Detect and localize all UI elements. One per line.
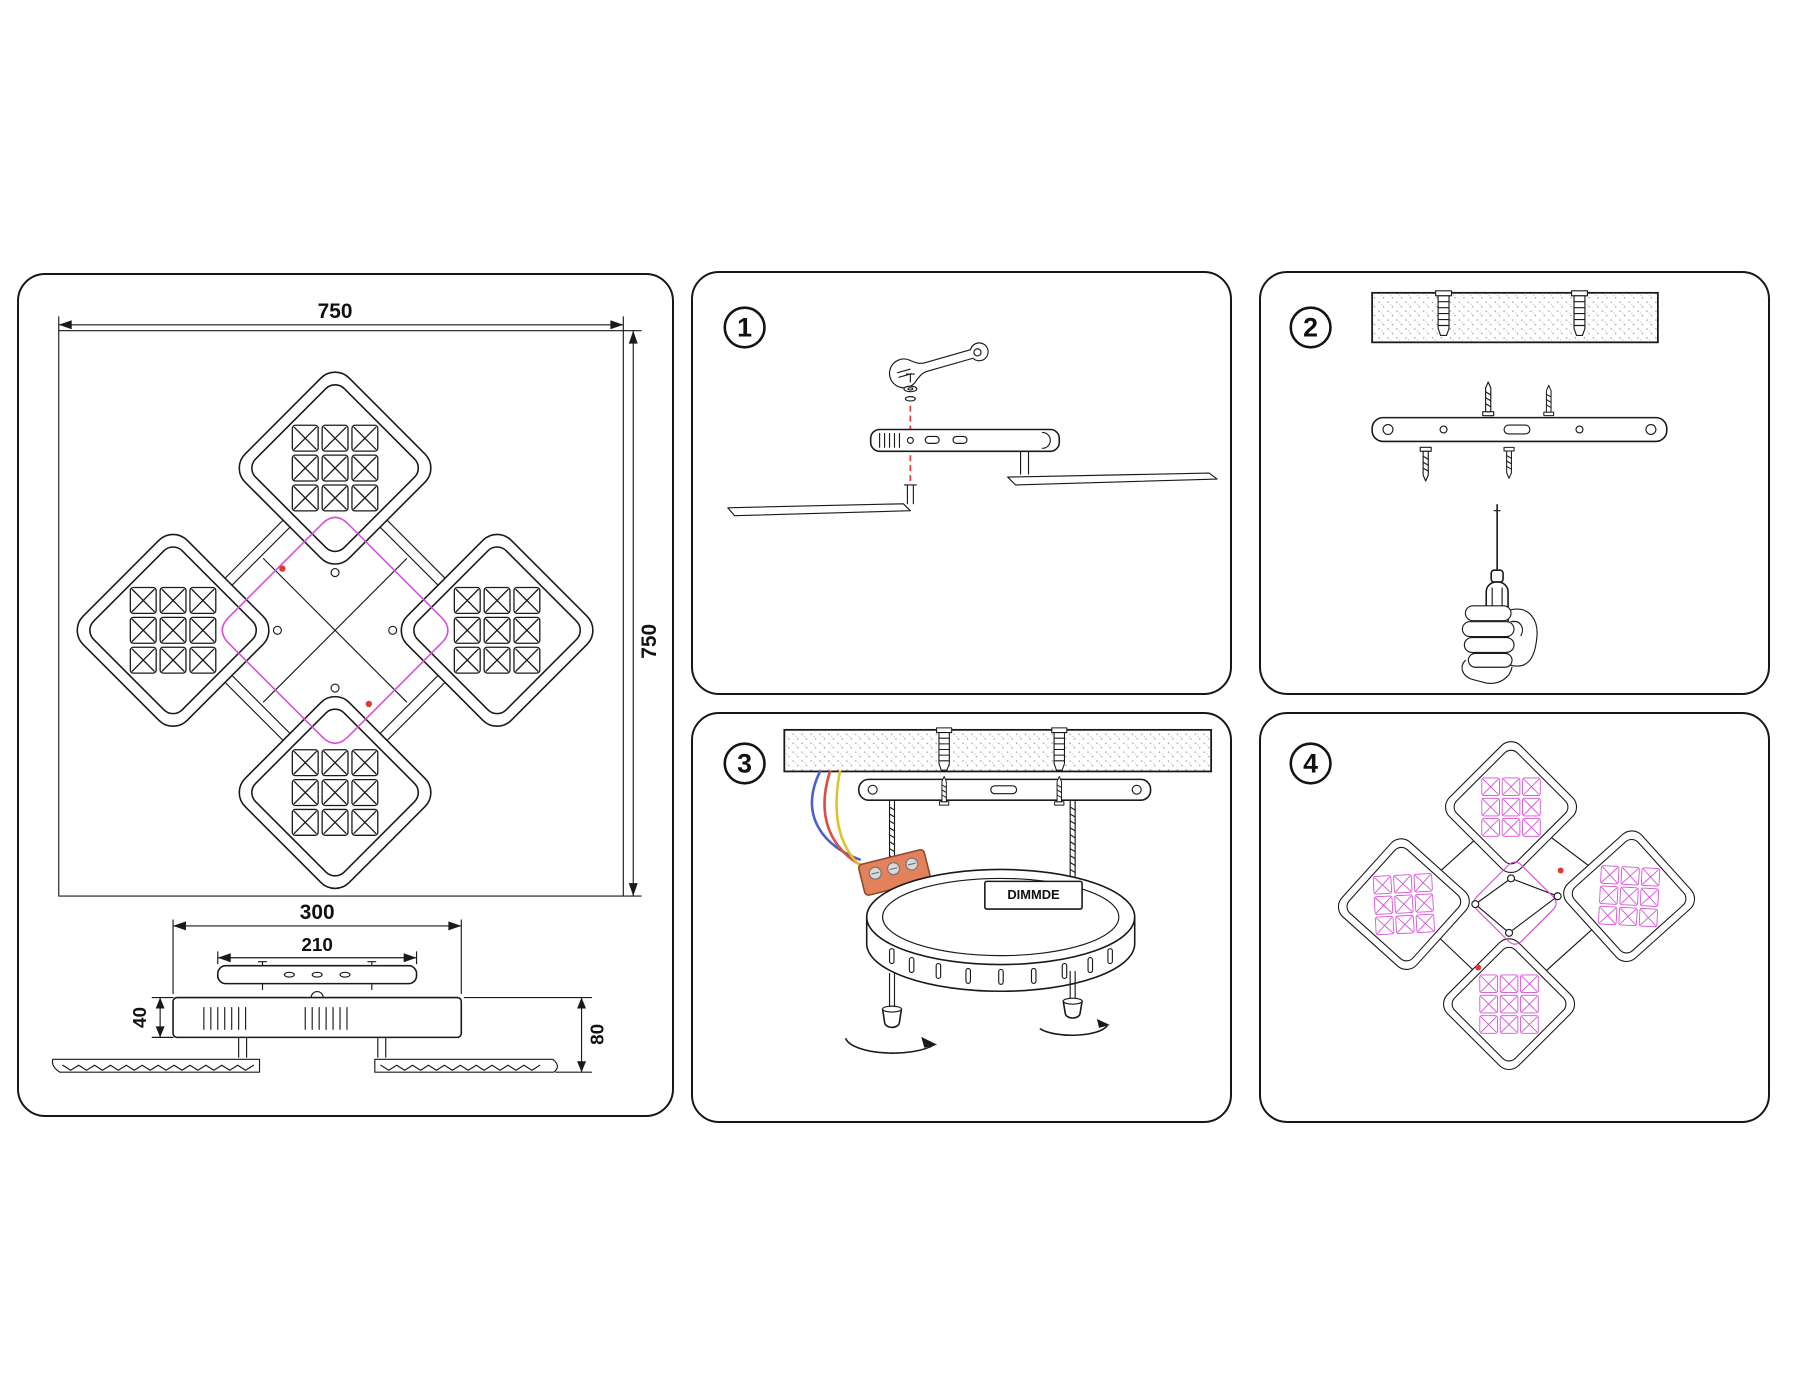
- threaded-rod-right: [1069, 799, 1076, 877]
- dim-total-height: 80: [463, 996, 608, 1073]
- step-1-badge: 1: [723, 306, 766, 349]
- step-2-badge: 2: [1289, 306, 1332, 349]
- led-strip-line: [1473, 861, 1557, 945]
- dimensions-panel: 750 750 300: [17, 273, 674, 1117]
- canopy-vents: [888, 948, 1113, 985]
- step-1-drawing: 1: [723, 306, 1218, 517]
- wall-plug-icon: [1435, 290, 1453, 336]
- canopy-side: [216, 961, 418, 991]
- dim-overall-height: 750: [622, 330, 661, 897]
- step-2-drawing: 2: [1289, 290, 1668, 684]
- top-view: 750 750: [58, 300, 661, 898]
- step-2-panel: 2: [1259, 271, 1770, 695]
- dim-canopy-width: 210: [217, 935, 418, 965]
- step-4-badge: 4: [1289, 742, 1332, 785]
- dimension-drawing: 750 750 300: [51, 300, 661, 1073]
- led-module-top: [1439, 735, 1583, 879]
- dim-width-label: 750: [318, 300, 353, 323]
- driver-box-label: DIMMDE: [1007, 887, 1060, 902]
- screw-icon: [1482, 381, 1555, 417]
- light-arms-side: [51, 1036, 559, 1073]
- fixture-body-side: [172, 991, 463, 1039]
- driver-box: [984, 880, 1083, 910]
- ceiling-section: [1371, 290, 1659, 344]
- step-4-panel: 4: [1259, 712, 1770, 1123]
- step-4-number: 4: [1303, 748, 1318, 778]
- red-mark: [365, 700, 373, 708]
- wall-plug-icon: [1051, 727, 1068, 771]
- screw-icon: [1419, 446, 1515, 482]
- step-4-drawing: 4: [1289, 735, 1705, 1076]
- assembled-fixture: [1328, 735, 1705, 1076]
- overall-outline: [58, 330, 624, 897]
- dim-total-height-label: 80: [587, 1024, 608, 1045]
- wall-plug-icon: [936, 727, 953, 771]
- mounting-bar: [1371, 416, 1668, 443]
- left-arm-plate: [727, 484, 917, 517]
- dim-base-label: 300: [300, 901, 335, 924]
- led-module-bottom: [1437, 932, 1581, 1076]
- step-3-drawing: 3: [723, 727, 1213, 1054]
- dim-height-label: 750: [638, 624, 661, 659]
- mounting-bar: [857, 778, 1152, 801]
- step-3-panel: 3: [691, 712, 1232, 1123]
- red-mark: [279, 565, 286, 572]
- step-3-number: 3: [737, 748, 752, 778]
- screw-icon: [905, 373, 915, 383]
- step-1-number: 1: [737, 312, 752, 342]
- wall-plug-icon: [1570, 290, 1588, 336]
- led-module-left: [1328, 828, 1480, 980]
- step-1-panel: 1: [691, 271, 1232, 695]
- step-3-badge: 3: [723, 742, 766, 785]
- dim-canopy-label: 210: [301, 935, 332, 956]
- canopy: DIMMDE: [865, 868, 1136, 993]
- step-2-number: 2: [1303, 312, 1318, 342]
- led-module-right: [1553, 821, 1705, 972]
- side-view: 300 210: [51, 901, 608, 1073]
- red-mark: [1557, 867, 1564, 874]
- washer-icon: [903, 385, 918, 402]
- dim-base-width: 300: [172, 901, 462, 995]
- ceiling-section: [783, 727, 1213, 773]
- rotation-arrow-icon: [845, 1019, 1110, 1054]
- wrench-icon: [888, 342, 989, 389]
- hand-icon: [1461, 605, 1538, 684]
- dim-body-height-label: 40: [130, 1007, 151, 1028]
- red-mark: [1475, 964, 1482, 971]
- right-arm-plate: [1007, 450, 1218, 486]
- cap-nut-icon: [881, 997, 1083, 1029]
- dim-body-height: 40: [130, 996, 174, 1038]
- mounting-bar-side: [869, 428, 1061, 453]
- led-strip-line: [221, 516, 449, 745]
- dim-overall-width: 750: [58, 300, 624, 332]
